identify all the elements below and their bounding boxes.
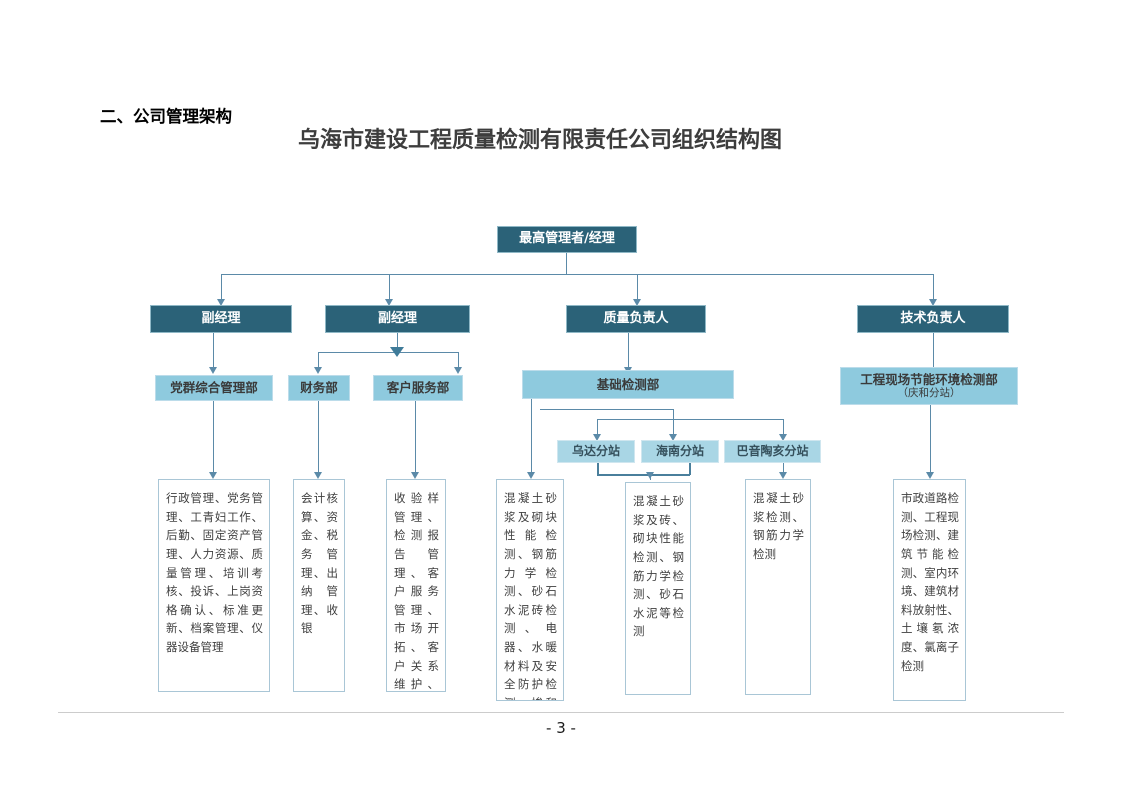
connector-drop-deputy1 — [221, 274, 223, 301]
connector-drop-wuda — [597, 419, 599, 437]
connector-deputy1-party — [213, 333, 215, 369]
duties-panel-hainan: 混凝土砂浆检测、钢筋力学检测 — [745, 479, 811, 695]
arrow-duties-party — [209, 472, 217, 479]
arrow-technical — [929, 299, 937, 306]
arrow-duties-customer — [411, 472, 419, 479]
connector-basic-duties — [531, 397, 533, 475]
connector-deputy2-bus — [318, 352, 458, 354]
connector-drop-deputy2 — [389, 274, 391, 301]
connector-hainan-stem — [689, 463, 691, 475]
arrow-duties-hainan — [779, 472, 787, 479]
connector-drop-customer — [458, 352, 460, 369]
arrow-deputy2-stem — [390, 347, 404, 357]
chart-title: 乌海市建设工程质量检测有限责任公司组织结构图 — [298, 127, 783, 153]
node-substation-wuda[interactable]: 乌达分站 — [557, 440, 635, 463]
arrow-finance — [314, 367, 322, 374]
arrow-bayintaohai — [779, 434, 787, 441]
arrow-duties-wuda — [646, 472, 654, 479]
node-party-department[interactable]: 党群综合管理部 — [155, 375, 273, 401]
arrow-quality — [633, 299, 641, 306]
duties-panel-wuda: 混凝土砂浆及砖、砌块性能检测、钢筋力学检测、砂石水泥等检测 — [625, 482, 691, 695]
arrow-duties-basic — [527, 472, 535, 479]
node-finance-department[interactable]: 财务部 — [288, 375, 350, 401]
node-deputy-manager-2[interactable]: 副经理 — [325, 305, 470, 333]
connector-drop-bayintaohai — [783, 419, 785, 437]
page-number: - 3 - — [546, 719, 576, 737]
connector-customer-duties — [415, 397, 417, 475]
node-quality-manager[interactable]: 质量负责人 — [566, 305, 706, 333]
connector-top-stem — [566, 253, 568, 275]
arrow-deputy2 — [385, 299, 393, 306]
arrow-customer — [454, 367, 462, 374]
arrow-duties-onsite — [926, 472, 934, 479]
arrow-hainan — [669, 434, 677, 441]
arrow-party — [209, 367, 217, 374]
node-deputy-manager-1[interactable]: 副经理 — [150, 305, 292, 333]
connector-quality-basic — [628, 333, 630, 369]
connector-deputy2-stem — [397, 333, 399, 350]
arrow-deputy1 — [217, 299, 225, 306]
duties-panel-onsite: 市政道路检测、工程现场检测、建筑节能检测、室内环境、建筑材料放射性、土壤氡浓度、… — [893, 479, 966, 701]
connector-basic-bus-lower — [597, 419, 783, 421]
duties-panel-customer: 收验样管理、检测报告管理、客户服务管理、市场开拓、客户关系维护、市场投标管理 — [386, 479, 446, 692]
node-substation-bayintaohai[interactable]: 巴音陶亥分站 — [724, 440, 821, 463]
connector-basic-bus-upper — [540, 409, 673, 411]
connector-drop-quality — [637, 274, 639, 301]
footer-divider — [58, 712, 1064, 713]
connector-wuda-hainan-bus — [597, 474, 690, 476]
node-substation-hainan[interactable]: 海南分站 — [641, 440, 719, 463]
node-onsite-sublabel: （庆和分站） — [897, 387, 961, 400]
connector-technical-onsite — [933, 333, 935, 369]
connector-drop-hainan — [673, 419, 675, 437]
node-basic-testing-department[interactable]: 基础检测部 — [522, 370, 734, 399]
connector-party-duties — [213, 397, 215, 475]
arrow-wuda — [593, 434, 601, 441]
duties-panel-finance: 会计核算、资金、税务管理、出纳管理、收银 — [293, 479, 345, 692]
node-customer-service-department[interactable]: 客户服务部 — [373, 375, 463, 401]
section-heading: 二、公司管理架构 — [100, 107, 232, 126]
connector-duties-hainan-drop — [783, 463, 785, 477]
arrow-duties-finance — [314, 472, 322, 479]
node-top-manager[interactable]: 最高管理者/经理 — [497, 226, 637, 253]
connector-onsite-duties — [930, 405, 932, 475]
duties-panel-basic: 混凝土砂浆及砌块性能检测、钢筋力学检测、砂石水泥砖检测、电器、水暖材料及安全防护… — [496, 479, 564, 701]
connector-drop-finance — [318, 352, 320, 369]
connector-wuda-stem — [597, 463, 599, 475]
connector-level2-bus — [221, 274, 933, 276]
node-technical-manager[interactable]: 技术负责人 — [857, 305, 1009, 333]
node-onsite-label: 工程现场节能环境检测部 — [860, 371, 998, 387]
duties-panel-party: 行政管理、党务管理、工青妇工作、后勤、固定资产管理、人力资源、质量管理、培训考核… — [158, 479, 270, 692]
connector-drop-technical — [933, 274, 935, 301]
node-onsite-testing-department[interactable]: 工程现场节能环境检测部 （庆和分站） — [840, 367, 1018, 405]
connector-basic-bus-link — [673, 409, 675, 419]
connector-finance-duties — [318, 397, 320, 475]
